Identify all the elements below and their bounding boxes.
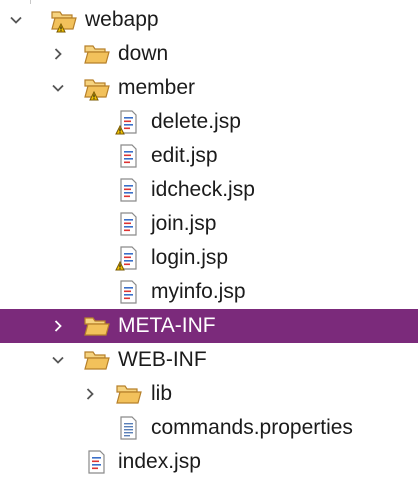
chevron-right-icon[interactable] [48,37,68,71]
tree-item-index-jsp[interactable]: index.jsp [0,445,418,479]
tree-item-myinfo-jsp[interactable]: myinfo.jsp [0,275,418,309]
tree-item-label: index.jsp [118,450,201,473]
tree-item-label: META-INF [118,314,216,337]
tree-item-idcheck-jsp[interactable]: idcheck.jsp [0,173,418,207]
tree-item-web-inf[interactable]: WEB-INF [0,343,418,377]
jsp-file-warning-icon [115,245,143,271]
tree-item-label: edit.jsp [151,144,218,167]
properties-file-icon [115,415,143,441]
folder-open-icon [83,41,111,67]
tree-item-label: join.jsp [151,212,217,235]
tree-item-label: down [118,42,169,65]
folder-open-icon [83,347,111,373]
jsp-file-icon [115,143,143,169]
tree-item-meta-inf[interactable]: META-INF [0,309,418,343]
folder-open-icon [115,381,143,407]
tree-item-label: myinfo.jsp [151,280,246,303]
chevron-right-icon[interactable] [48,309,68,343]
chevron-right-icon[interactable] [80,377,100,411]
jsp-file-icon [115,177,143,203]
tree-item-label: webapp [85,8,159,31]
jsp-file-icon [115,211,143,237]
jsp-file-icon [83,449,111,475]
folder-open-warning-icon [83,75,111,101]
tree-item-login-jsp[interactable]: login.jsp [0,241,418,275]
tree-item-label: member [118,76,196,99]
tree-guide-line [30,0,31,4]
jsp-file-warning-icon [115,109,143,135]
chevron-down-icon[interactable] [48,343,68,377]
folder-open-warning-icon [50,7,78,33]
tree-item-delete-jsp[interactable]: delete.jsp [0,105,418,139]
tree-item-member[interactable]: member [0,71,418,105]
chevron-down-icon[interactable] [48,71,68,105]
tree-item-commands-properties[interactable]: commands.properties [0,411,418,445]
tree-item-lib[interactable]: lib [0,377,418,411]
chevron-down-icon[interactable] [6,3,26,37]
tree-item-join-jsp[interactable]: join.jsp [0,207,418,241]
tree-item-webapp[interactable]: webapp [0,3,418,37]
tree-item-down[interactable]: down [0,37,418,71]
tree-item-label: commands.properties [151,416,353,439]
tree-item-label: WEB-INF [118,348,207,371]
jsp-file-icon [115,279,143,305]
tree-item-label: delete.jsp [151,110,241,133]
tree-item-edit-jsp[interactable]: edit.jsp [0,139,418,173]
folder-open-icon [83,313,111,339]
tree-item-label: lib [151,382,173,405]
tree-item-label: login.jsp [151,246,229,269]
tree-item-label: idcheck.jsp [151,178,255,201]
